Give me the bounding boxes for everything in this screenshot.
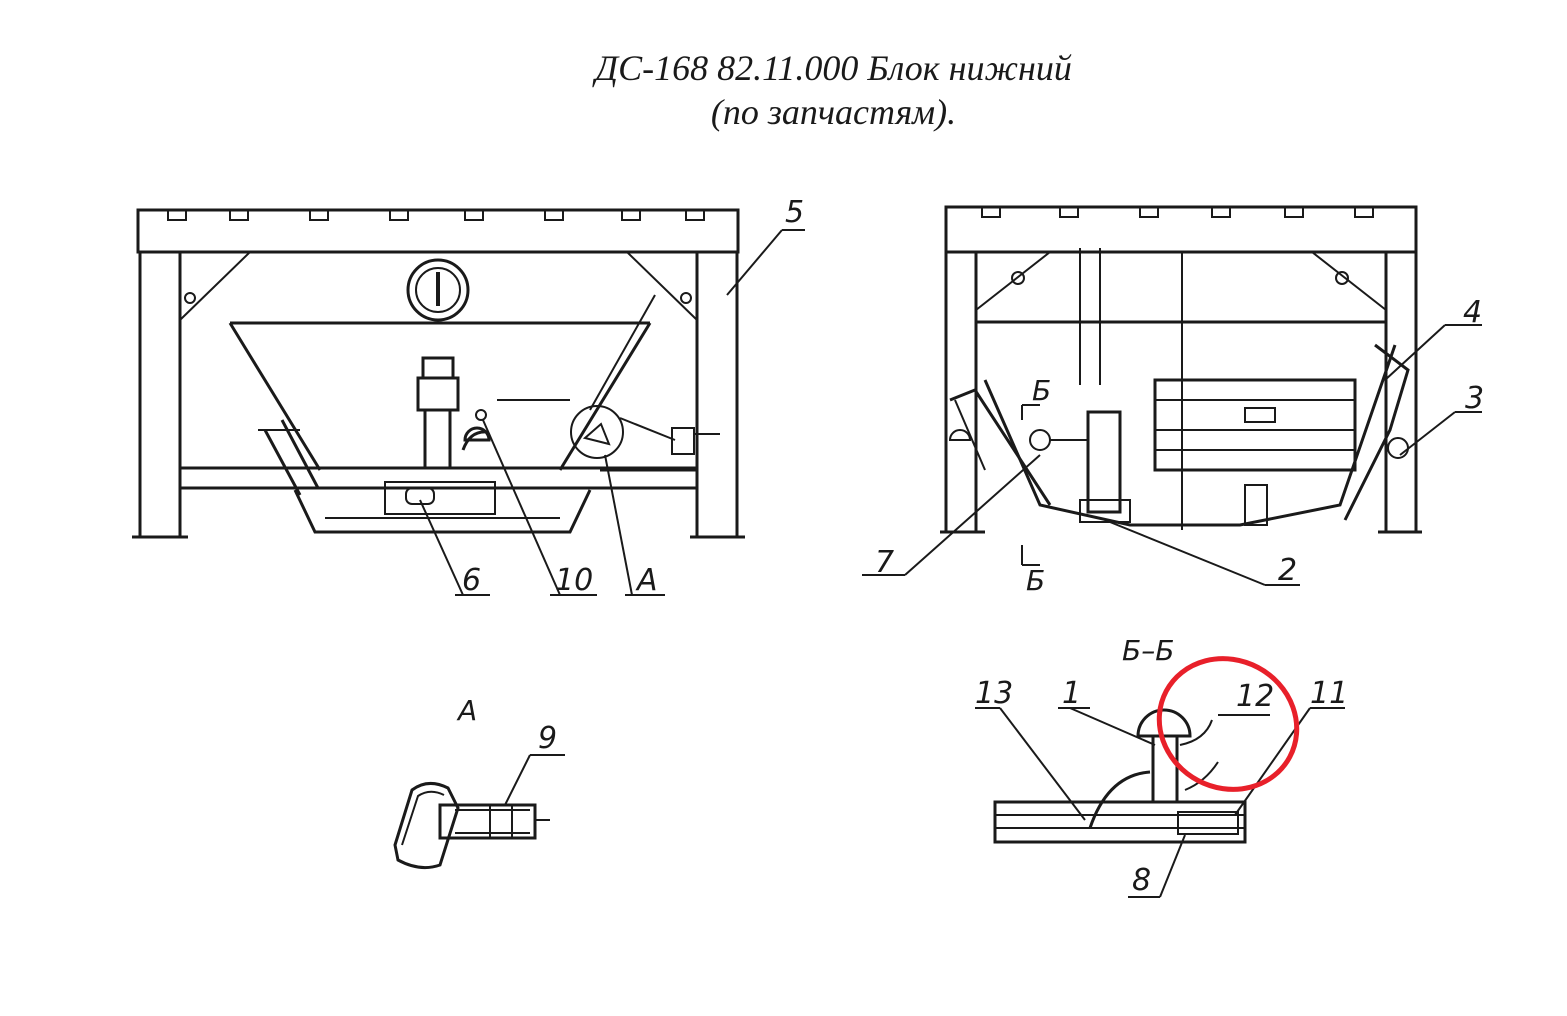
callout-4: 4 <box>1463 295 1482 330</box>
callout-13: 13 <box>975 676 1013 711</box>
side-beam-slots <box>981 206 1374 218</box>
callout-8: 8 <box>1132 863 1151 898</box>
callout-5: 5 <box>785 195 804 230</box>
callout-6: 6 <box>462 563 481 598</box>
callout-11: 11 <box>1310 676 1348 711</box>
callout-3: 3 <box>1465 381 1484 416</box>
callout-a: A <box>635 563 658 598</box>
callout-10: 10 <box>555 563 593 598</box>
highlight-circle-12 <box>1156 656 1300 792</box>
cut-mark-top: Б <box>1032 374 1051 407</box>
callout-12: 12 <box>1236 679 1274 714</box>
section-bb-view <box>975 707 1345 898</box>
cut-mark-bottom: Б <box>1026 564 1045 597</box>
top-beam-slots <box>167 209 705 221</box>
callout-7: 7 <box>875 545 894 580</box>
detail-a-label: A <box>456 694 477 727</box>
drawing-subtitle: (по запчастям). <box>710 92 957 132</box>
section-bb-label: Б–Б <box>1122 634 1174 667</box>
front-view <box>132 208 805 596</box>
drawing-title: ДС-168 82.11.000 Блок нижний <box>595 48 1072 88</box>
callout-1: 1 <box>1062 676 1081 711</box>
detail-a-view <box>393 754 565 870</box>
callout-2: 2 <box>1278 553 1297 588</box>
side-view <box>862 205 1482 586</box>
callout-9: 9 <box>538 721 557 756</box>
